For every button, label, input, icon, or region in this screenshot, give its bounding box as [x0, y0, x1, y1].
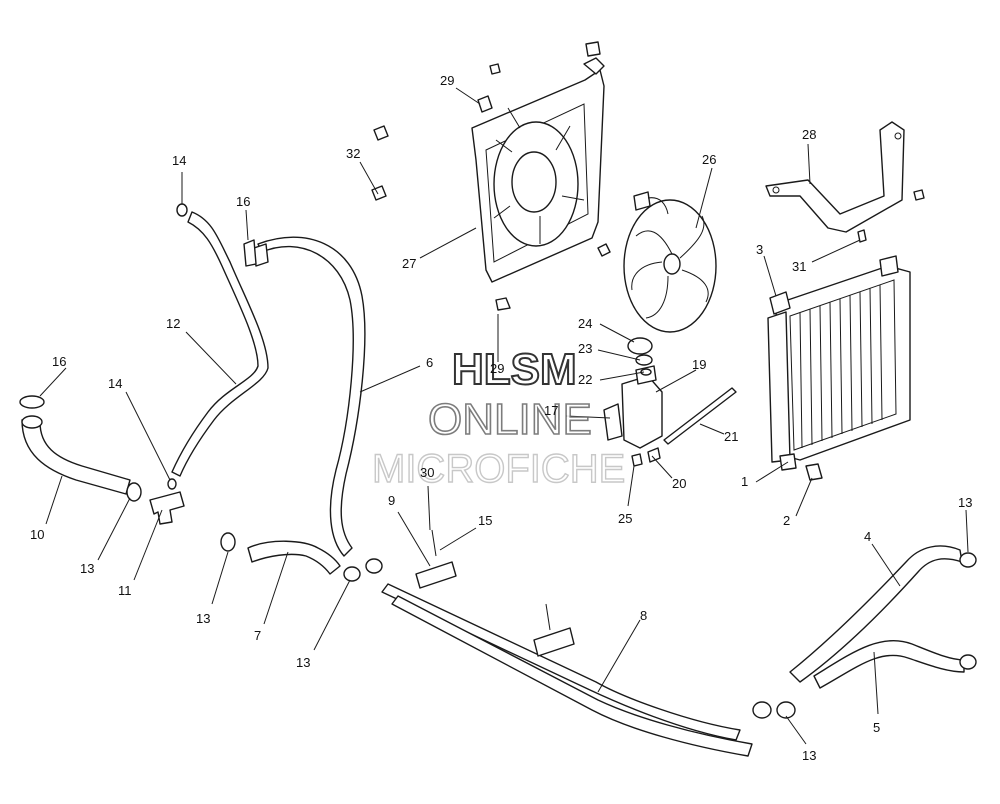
callout-22: 22	[578, 372, 592, 387]
callout-7: 7	[254, 628, 261, 643]
callout-29-a: 29	[440, 73, 454, 88]
callout-16-a: 16	[236, 194, 250, 209]
hose-clamps	[19, 203, 977, 719]
radiator	[767, 255, 911, 471]
callout-12: 12	[166, 316, 180, 331]
callout-13-e: 13	[958, 495, 972, 510]
clamp-screw-mid	[545, 603, 551, 631]
leader-lines	[39, 87, 969, 745]
radiator-bracket	[765, 121, 925, 243]
hose-6	[257, 236, 366, 557]
callout-labels: 1 2 3 4 5 6 7 8 9 10 11 12 13 13 13 13 1…	[30, 73, 972, 763]
callout-13-c: 13	[296, 655, 310, 670]
callout-30: 30	[420, 465, 434, 480]
fan-shroud	[471, 57, 611, 283]
tank-cap-parts	[627, 337, 653, 376]
pipe-8	[381, 583, 753, 757]
hose-7	[247, 540, 341, 575]
callout-9: 9	[388, 493, 395, 508]
callout-2: 2	[783, 513, 790, 528]
callout-24: 24	[578, 316, 592, 331]
pipe-clamp-9	[415, 561, 457, 589]
pipe-clamp-mid	[533, 627, 575, 657]
callout-17: 17	[544, 403, 558, 418]
callout-13-a: 13	[80, 561, 94, 576]
hose-10-end	[21, 415, 43, 429]
callout-21: 21	[724, 429, 738, 444]
callout-28: 28	[802, 127, 816, 142]
callout-27: 27	[402, 256, 416, 271]
hose-12	[171, 211, 269, 477]
watermark-line3: MICROFICHE	[372, 447, 625, 491]
callout-10: 10	[30, 527, 44, 542]
callout-14-a: 14	[172, 153, 186, 168]
callout-32: 32	[346, 146, 360, 161]
watermark-line2: ONLINE	[428, 395, 592, 444]
callout-23: 23	[578, 341, 592, 356]
expansion-tank	[603, 365, 663, 449]
callout-25: 25	[618, 511, 632, 526]
cooling-fan	[623, 191, 717, 333]
radiator-cap	[769, 291, 791, 315]
callout-20: 20	[672, 476, 686, 491]
clamp-screw-30	[431, 529, 437, 557]
callout-13-d: 13	[802, 748, 816, 763]
hose-10	[21, 419, 131, 495]
callout-26: 26	[702, 152, 716, 167]
callout-11: 11	[118, 583, 132, 598]
overflow-tube	[663, 387, 737, 445]
drain-plug	[805, 463, 823, 481]
tee-fitting	[149, 491, 185, 525]
callout-19: 19	[692, 357, 706, 372]
hose-clip-small	[647, 447, 661, 463]
watermark-line1: HLSM	[452, 345, 577, 394]
shroud-bolts	[371, 41, 601, 311]
watermark: HLSM ONLINE MICROFICHE	[371, 344, 626, 492]
tank-screw	[631, 453, 643, 467]
hoses-4-5	[789, 545, 965, 689]
callout-14-b: 14	[108, 376, 122, 391]
callout-8: 8	[640, 608, 647, 623]
callout-13-b: 13	[196, 611, 210, 626]
callout-16-b: 16	[52, 354, 66, 369]
callout-3: 3	[756, 242, 763, 257]
callout-15: 15	[478, 513, 492, 528]
callout-4: 4	[864, 529, 871, 544]
callout-6: 6	[426, 355, 433, 370]
callout-29-b: 29	[490, 361, 504, 376]
callout-1: 1	[741, 474, 748, 489]
callout-5: 5	[873, 720, 880, 735]
callout-31: 31	[792, 259, 806, 274]
